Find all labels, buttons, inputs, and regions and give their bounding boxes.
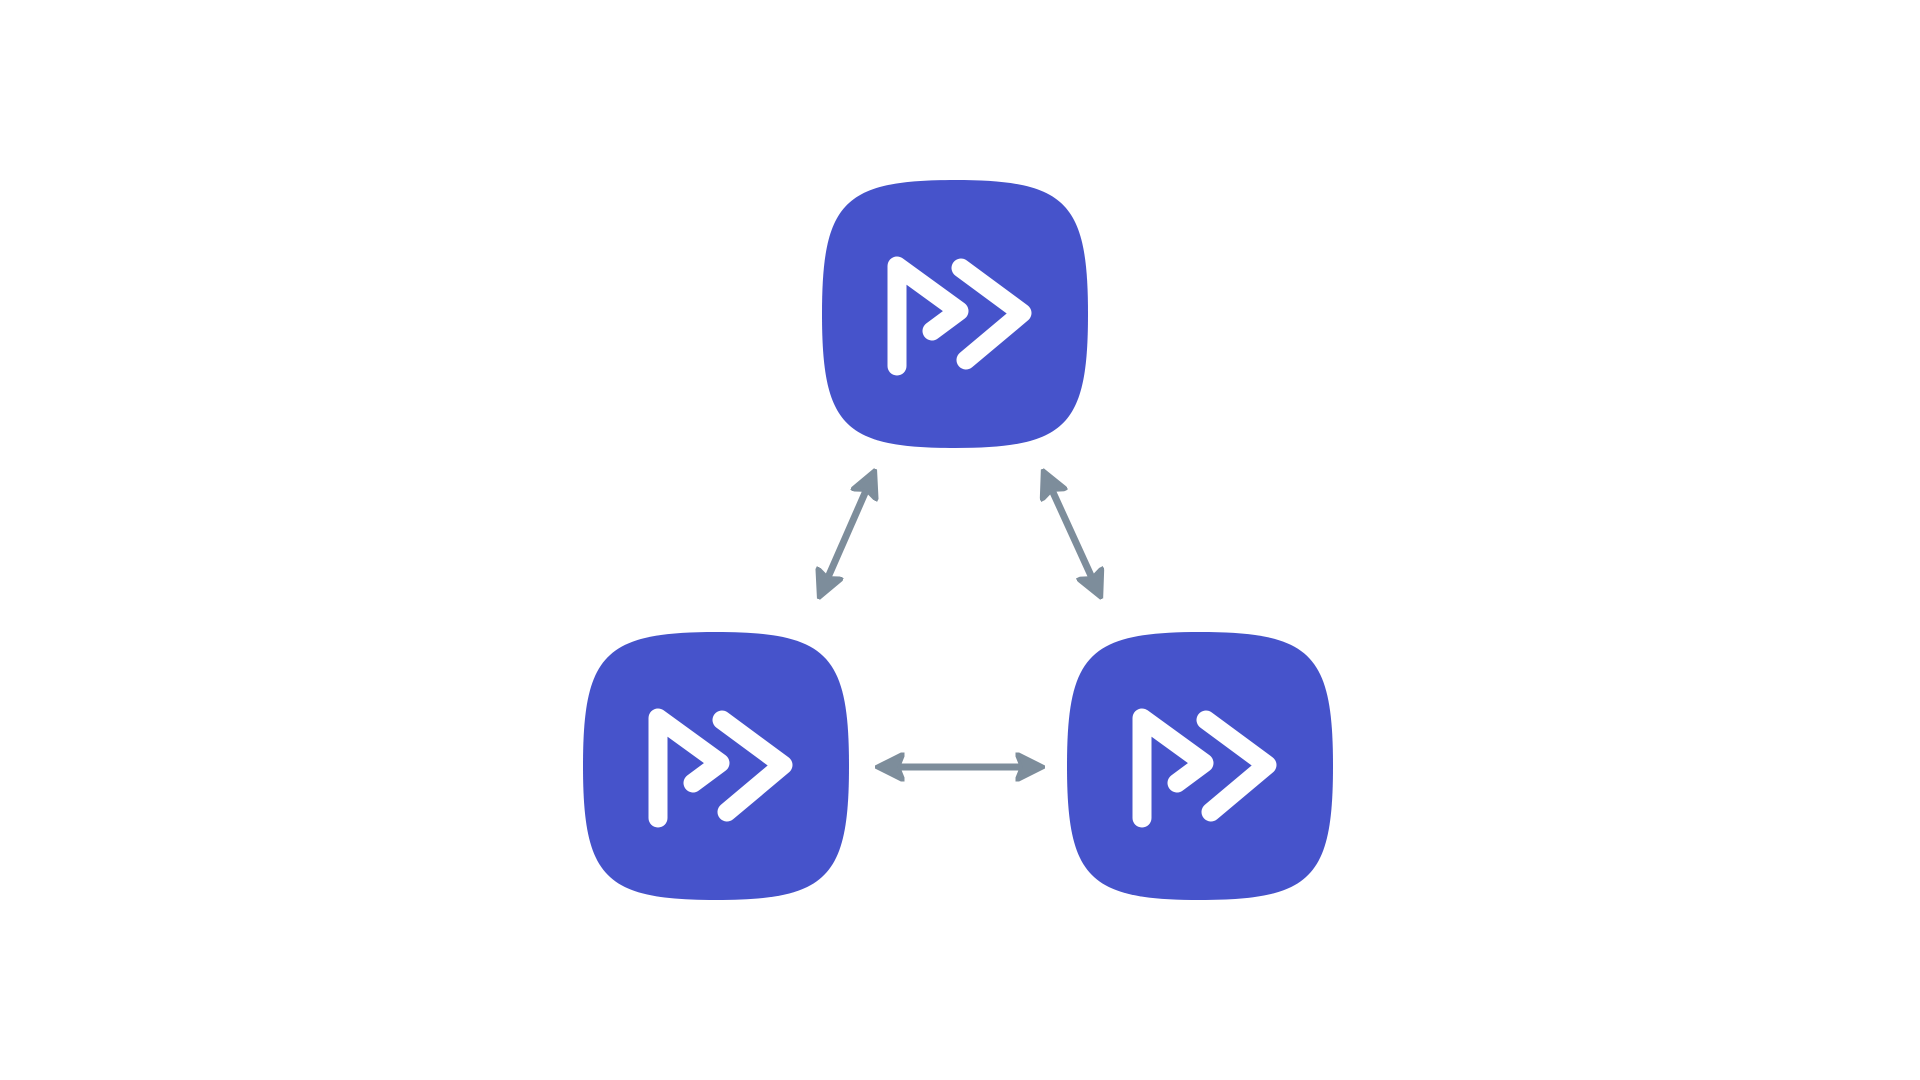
double-play-forward-logo-icon: [583, 632, 849, 900]
double-play-forward-logo-icon: [822, 180, 1088, 448]
arrow-top-to-bottom-right: [1046, 477, 1098, 591]
node-bottom-left: [583, 632, 849, 900]
node-top: [822, 180, 1088, 448]
arrow-top-to-bottom-left: [822, 477, 872, 591]
double-play-forward-logo-icon: [1067, 632, 1333, 900]
node-bottom-right: [1067, 632, 1333, 900]
